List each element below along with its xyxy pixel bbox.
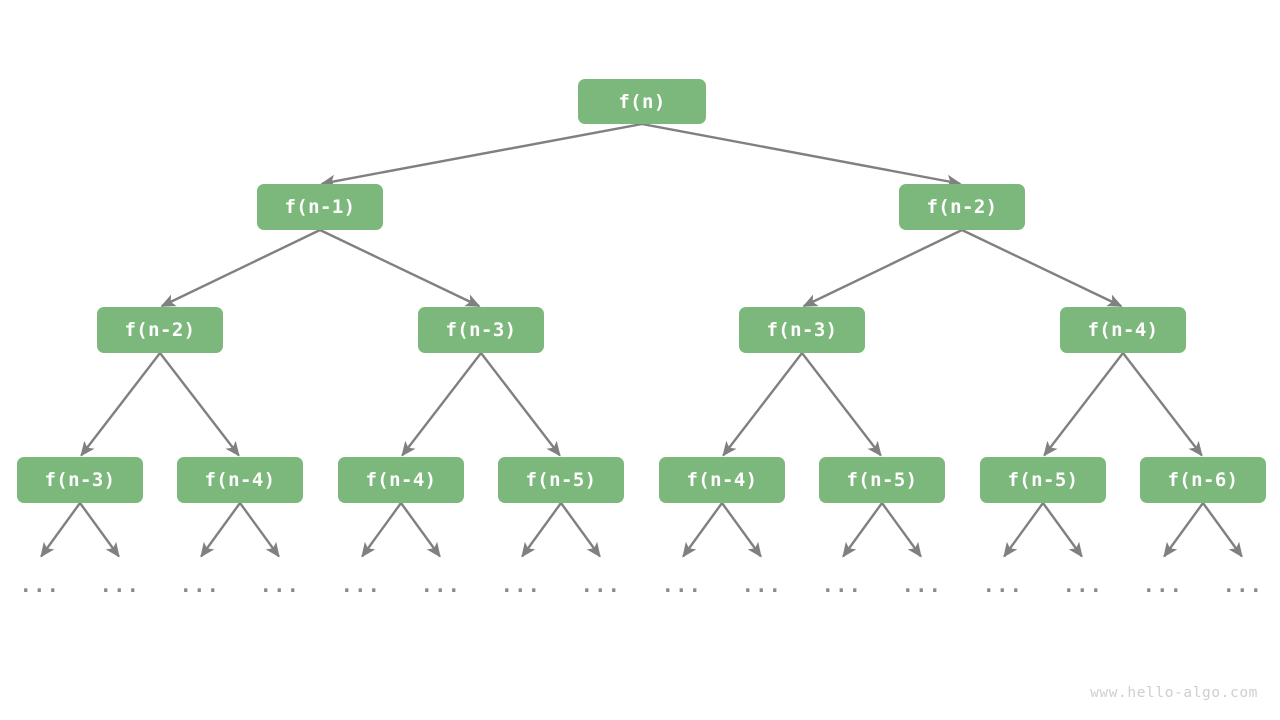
ellipsis-marker: ...: [420, 573, 462, 597]
ellipsis-marker: ...: [661, 573, 703, 597]
ellipsis-marker: ...: [982, 573, 1024, 597]
ellipsis-marker: ...: [1222, 573, 1264, 597]
tree-node: f(n-5): [498, 457, 624, 503]
tree-node: f(n-5): [819, 457, 945, 503]
tree-edge: [79, 502, 120, 558]
ellipsis-marker: ...: [1142, 573, 1184, 597]
tree-edge: [401, 352, 482, 457]
tree-edge: [400, 502, 441, 558]
tree-edge: [641, 122, 962, 188]
tree-edge: [961, 228, 1123, 308]
tree-edge: [1163, 502, 1204, 558]
ellipsis-marker: ...: [259, 573, 301, 597]
tree-edge: [1202, 502, 1243, 558]
tree-node: f(n-4): [338, 457, 464, 503]
tree-edge: [521, 502, 562, 558]
tree-node: f(n-5): [980, 457, 1106, 503]
ellipsis-marker: ...: [1062, 573, 1104, 597]
ellipsis-marker: ...: [901, 573, 943, 597]
tree-edge: [682, 502, 723, 558]
tree-node: f(n-4): [1060, 307, 1186, 353]
tree-edge: [842, 502, 883, 558]
tree-edge: [200, 502, 241, 558]
ellipsis-marker: ...: [179, 573, 221, 597]
tree-node: f(n-2): [97, 307, 223, 353]
tree-edge: [361, 502, 402, 558]
tree-edge: [319, 228, 481, 308]
tree-node: f(n-3): [17, 457, 143, 503]
tree-node: f(n-3): [739, 307, 865, 353]
tree-node: f(n-1): [257, 184, 383, 230]
tree-edge: [320, 122, 643, 188]
tree-edge: [239, 502, 280, 558]
tree-edge: [881, 502, 922, 558]
tree-node: f(n-2): [899, 184, 1025, 230]
tree-edge: [1042, 502, 1083, 558]
tree-edge: [160, 228, 321, 308]
tree-edge: [1043, 352, 1124, 457]
tree-node: f(n-6): [1140, 457, 1266, 503]
ellipsis-marker: ...: [19, 573, 61, 597]
ellipsis-marker: ...: [500, 573, 542, 597]
tree-edge: [721, 502, 762, 558]
ellipsis-marker: ...: [741, 573, 783, 597]
tree-node: f(n-3): [418, 307, 544, 353]
tree-edge: [80, 352, 161, 457]
tree-edge: [159, 352, 240, 457]
ellipsis-marker: ...: [340, 573, 382, 597]
tree-edge: [1003, 502, 1044, 558]
tree-edge: [722, 352, 803, 457]
tree-edge: [480, 352, 561, 457]
tree-node: f(n-4): [659, 457, 785, 503]
tree-edge: [40, 502, 81, 558]
tree-node: f(n-4): [177, 457, 303, 503]
watermark: www.hello-algo.com: [1090, 685, 1258, 701]
tree-edge: [560, 502, 601, 558]
tree-edge: [801, 352, 882, 457]
ellipsis-marker: ...: [99, 573, 141, 597]
tree-node: f(n): [578, 79, 706, 124]
ellipsis-marker: ...: [580, 573, 622, 597]
tree-edge: [802, 228, 963, 308]
ellipsis-marker: ...: [821, 573, 863, 597]
tree-edge: [1122, 352, 1203, 457]
